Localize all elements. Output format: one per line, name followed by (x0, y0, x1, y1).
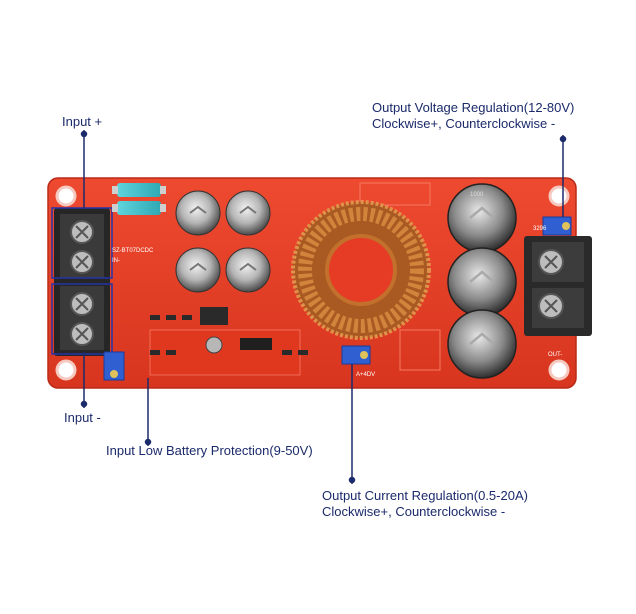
smd-components (150, 307, 308, 355)
output-current-label: Output Current Regulation(0.5-20A) Clock… (322, 488, 528, 520)
silk-pot-code: 3296 (533, 226, 547, 232)
input-terminal-block (51, 207, 113, 356)
silk-model: SZ-BT07DCDC (112, 248, 154, 254)
silk-out-minus: OUT- (548, 352, 562, 358)
toroid-inductor (291, 200, 431, 340)
output-current-label-line1: Output Current Regulation(0.5-20A) (322, 488, 528, 503)
input-minus-label: Input - (64, 410, 101, 425)
output-voltage-label-line1: Output Voltage Regulation(12-80V) (372, 100, 575, 115)
silk-in-minus: IN- (112, 258, 120, 264)
output-capacitors (447, 183, 517, 379)
silk-cap-rating: 1000 (470, 192, 484, 198)
potentiometer-voltage (542, 216, 572, 236)
potentiometer-current (341, 345, 371, 365)
mounting-holes (55, 185, 570, 381)
leader-lines (80, 130, 567, 484)
silk-trim: A+4DV (356, 372, 375, 378)
blade-fuses (112, 183, 166, 215)
output-current-label-line2: Clockwise+, Counterclockwise - (322, 504, 506, 519)
input-capacitors (175, 190, 271, 293)
output-voltage-label-line2: Clockwise+, Counterclockwise - (372, 116, 556, 131)
input-plus-label: Input + (62, 114, 103, 129)
output-voltage-label: Output Voltage Regulation(12-80V) Clockw… (372, 100, 574, 132)
output-terminal-block (524, 236, 592, 336)
low-battery-protection-label: Input Low Battery Protection(9-50V) (106, 443, 313, 458)
potentiometer-low-battery (103, 351, 125, 381)
